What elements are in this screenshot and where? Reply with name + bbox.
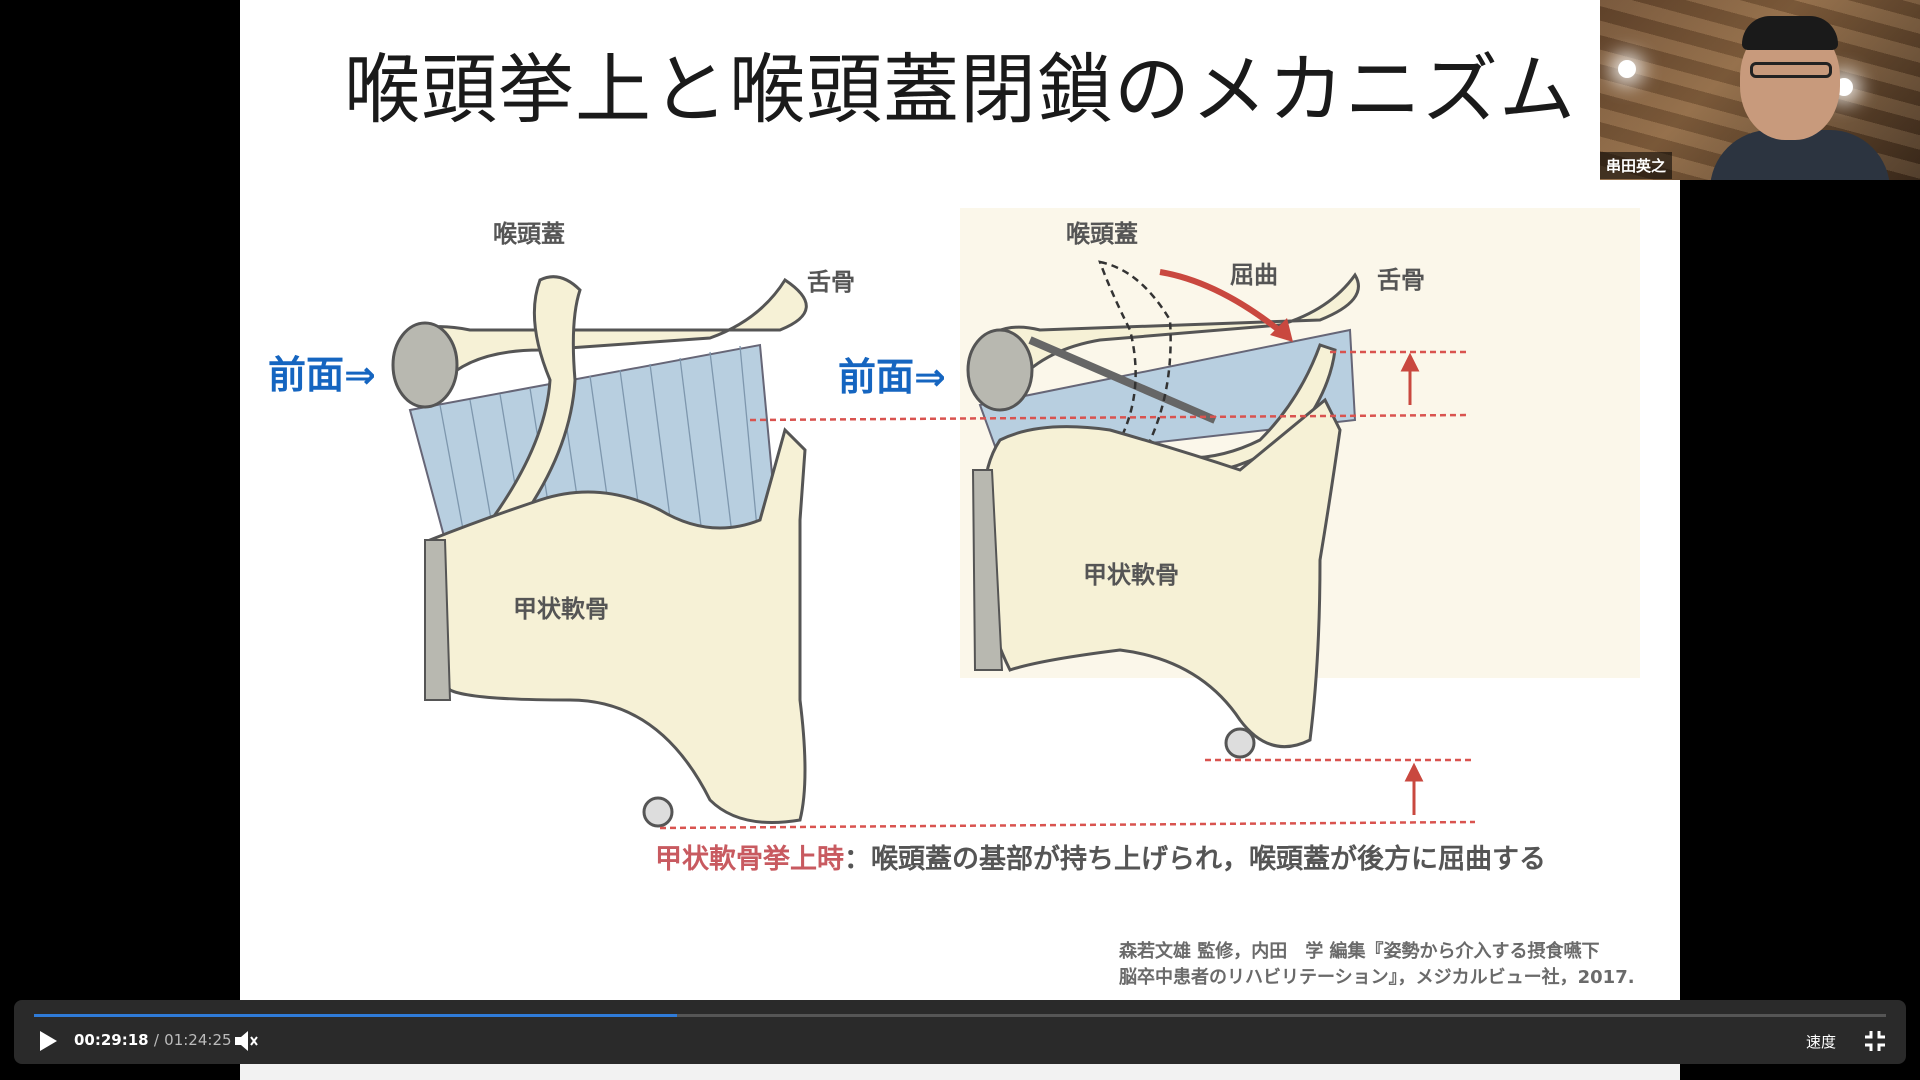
left-inferior-horn	[642, 796, 674, 828]
slide-bottom-strip	[240, 1064, 1680, 1080]
right-epiglottis-label: 喉頭蓋	[1066, 220, 1138, 248]
flexion-arrow	[1159, 269, 1287, 338]
left-epiglottis-label: 喉頭蓋	[493, 220, 565, 248]
progress-bar[interactable]	[34, 1014, 1886, 1017]
play-icon[interactable]	[32, 1026, 62, 1056]
exit-fullscreen-icon[interactable]	[1860, 1026, 1890, 1056]
left-larynx-figure	[391, 275, 808, 828]
speed-button[interactable]: 速度	[1806, 1033, 1837, 1051]
left-hyoid-label: 舌骨	[807, 268, 855, 296]
left-front-label: 前面⇒	[268, 353, 376, 397]
right-ligament	[1028, 336, 1217, 424]
right-inferior-horn	[1224, 727, 1256, 759]
slide: 喉頭挙上と喉頭蓋閉鎖のメカニズム 前面⇒	[240, 0, 1680, 1080]
volume-icon[interactable]	[230, 1026, 260, 1056]
guide-lines	[659, 350, 1476, 830]
citation-line-1: 森若文雄 監修，内田 学 編集『姿勢から介入する摂食嚥下	[1119, 940, 1600, 962]
ceiling-light	[1618, 60, 1636, 78]
right-hyoid-label: 舌骨	[1377, 266, 1425, 294]
left-thyroid-label: 甲状軟骨	[513, 595, 609, 623]
right-thyroid-label: 甲状軟骨	[1083, 561, 1179, 589]
citation-line-2: 脳卒中患者のリハビリテーション』，メジカルビュー社，2017.	[1119, 966, 1635, 988]
right-flexion-label: 屈曲	[1230, 261, 1278, 289]
total-time: 01:24:25	[164, 1031, 232, 1049]
right-thyroid-edge	[971, 469, 1004, 671]
right-front-label: 前面⇒	[838, 355, 946, 399]
time-separator: /	[153, 1031, 159, 1049]
slide-title: 喉頭挙上と喉頭蓋閉鎖のメカニズム	[344, 45, 1576, 134]
progress-fill	[34, 1014, 677, 1017]
caption: 甲状軟骨挙上時：喉頭蓋の基部が持ち上げられ，喉頭蓋が後方に屈曲する	[655, 843, 1546, 875]
right-larynx-figure	[966, 260, 1360, 759]
webcam-thumbnail[interactable]: 串田英之	[1600, 0, 1920, 180]
participant-hair	[1742, 16, 1838, 50]
caption-rest: ：喉頭蓋の基部が持ち上げられ，喉頭蓋が後方に屈曲する	[844, 843, 1546, 875]
participant-glasses	[1750, 62, 1832, 78]
flexion-arrowhead	[1270, 318, 1293, 342]
time-display: 00:29:18 / 01:24:25	[74, 1031, 232, 1049]
elevation-arrows	[1400, 352, 1424, 815]
participant-name: 串田英之	[1600, 152, 1673, 179]
anatomy-figure: 前面⇒ 喉頭蓋 舌骨 甲状軟骨 前面⇒ 喉頭蓋 屈曲 舌骨 甲状軟骨	[268, 208, 1640, 988]
left-thyroid-edge	[424, 539, 452, 701]
player-controls: 00:29:18 / 01:24:25 速度	[14, 1000, 1906, 1064]
left-hyoid-body	[391, 321, 459, 409]
right-hyoid-body	[966, 328, 1034, 412]
current-time: 00:29:18	[74, 1031, 149, 1049]
left-thyroid-cartilage	[426, 427, 807, 824]
caption-highlight: 甲状軟骨挙上時	[655, 844, 844, 875]
